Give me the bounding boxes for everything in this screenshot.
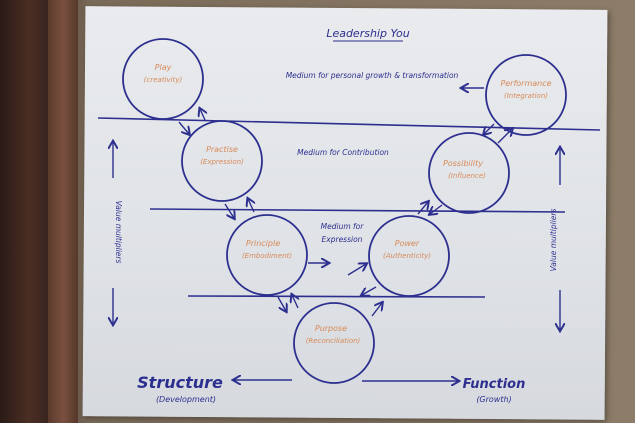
performance-sub: (Integration) — [504, 92, 548, 100]
function-sub: (Growth) — [476, 395, 511, 404]
circle-principle: Principle (Embodiment) — [226, 214, 308, 296]
principle-sub: (Embodiment) — [242, 252, 292, 260]
purpose-label: Purpose — [315, 324, 347, 333]
circle-purpose: Purpose (Reconciliation) — [293, 302, 375, 384]
practise-sub: (Expression) — [200, 158, 244, 166]
circle-play: Play (creativity) — [122, 38, 204, 120]
circle-power: Power (Authenticity) — [368, 215, 450, 297]
arrow-power-possibility — [417, 202, 428, 215]
purpose-sub: (Reconciliation) — [306, 337, 361, 345]
arrow-possibility-power — [430, 204, 443, 214]
arrow-purpose-power — [371, 303, 382, 317]
possibility-sub: (Influence) — [448, 172, 486, 180]
left-side-label: Value multipliers — [114, 201, 123, 264]
function-label: Function — [463, 377, 526, 392]
medium-line-top — [97, 117, 601, 131]
play-label: Play — [155, 63, 172, 72]
arrow-principle-practise — [248, 199, 254, 213]
arrow-expression-power — [347, 264, 366, 276]
arrow-performance-possibility — [484, 123, 495, 134]
play-sub: (creativity) — [144, 76, 183, 84]
arrow-play-practise — [178, 121, 189, 134]
door-edge — [0, 0, 48, 423]
arrow-principle-purpose — [277, 296, 286, 311]
structure-label: Structure — [137, 373, 223, 392]
principle-label: Principle — [246, 239, 280, 248]
arrow-practise-play — [200, 109, 205, 121]
possibility-label: Possibility — [443, 159, 483, 168]
door-frame — [48, 0, 78, 423]
arrow-practise-principle — [224, 203, 234, 218]
power-label: Power — [395, 239, 420, 248]
circle-performance: Performance (Integration) — [485, 54, 567, 136]
diagram-title: Leadership You — [326, 27, 409, 40]
arrow-power-purpose — [362, 286, 377, 295]
medium-middle-label: Medium for Contribution — [297, 148, 389, 157]
performance-label: Performance — [500, 79, 551, 88]
medium-expression-label-2: Expression — [322, 235, 363, 244]
medium-top-label: Medium for personal growth & transformat… — [286, 71, 459, 80]
arrow-possibility-performance — [497, 129, 512, 144]
medium-expression-label-1: Medium for — [321, 222, 365, 231]
circle-practise: Practise (Expression) — [181, 120, 263, 202]
medium-line-middle — [149, 208, 566, 213]
practise-label: Practise — [206, 145, 238, 154]
structure-sub: (Development) — [156, 395, 216, 404]
right-side-label: Value multipliers — [549, 209, 558, 272]
power-sub: (Authenticity) — [383, 252, 431, 260]
circle-possibility: Possibility (Influence) — [428, 132, 510, 214]
medium-line-bottom — [187, 295, 486, 298]
arrow-purpose-principle — [292, 295, 298, 309]
